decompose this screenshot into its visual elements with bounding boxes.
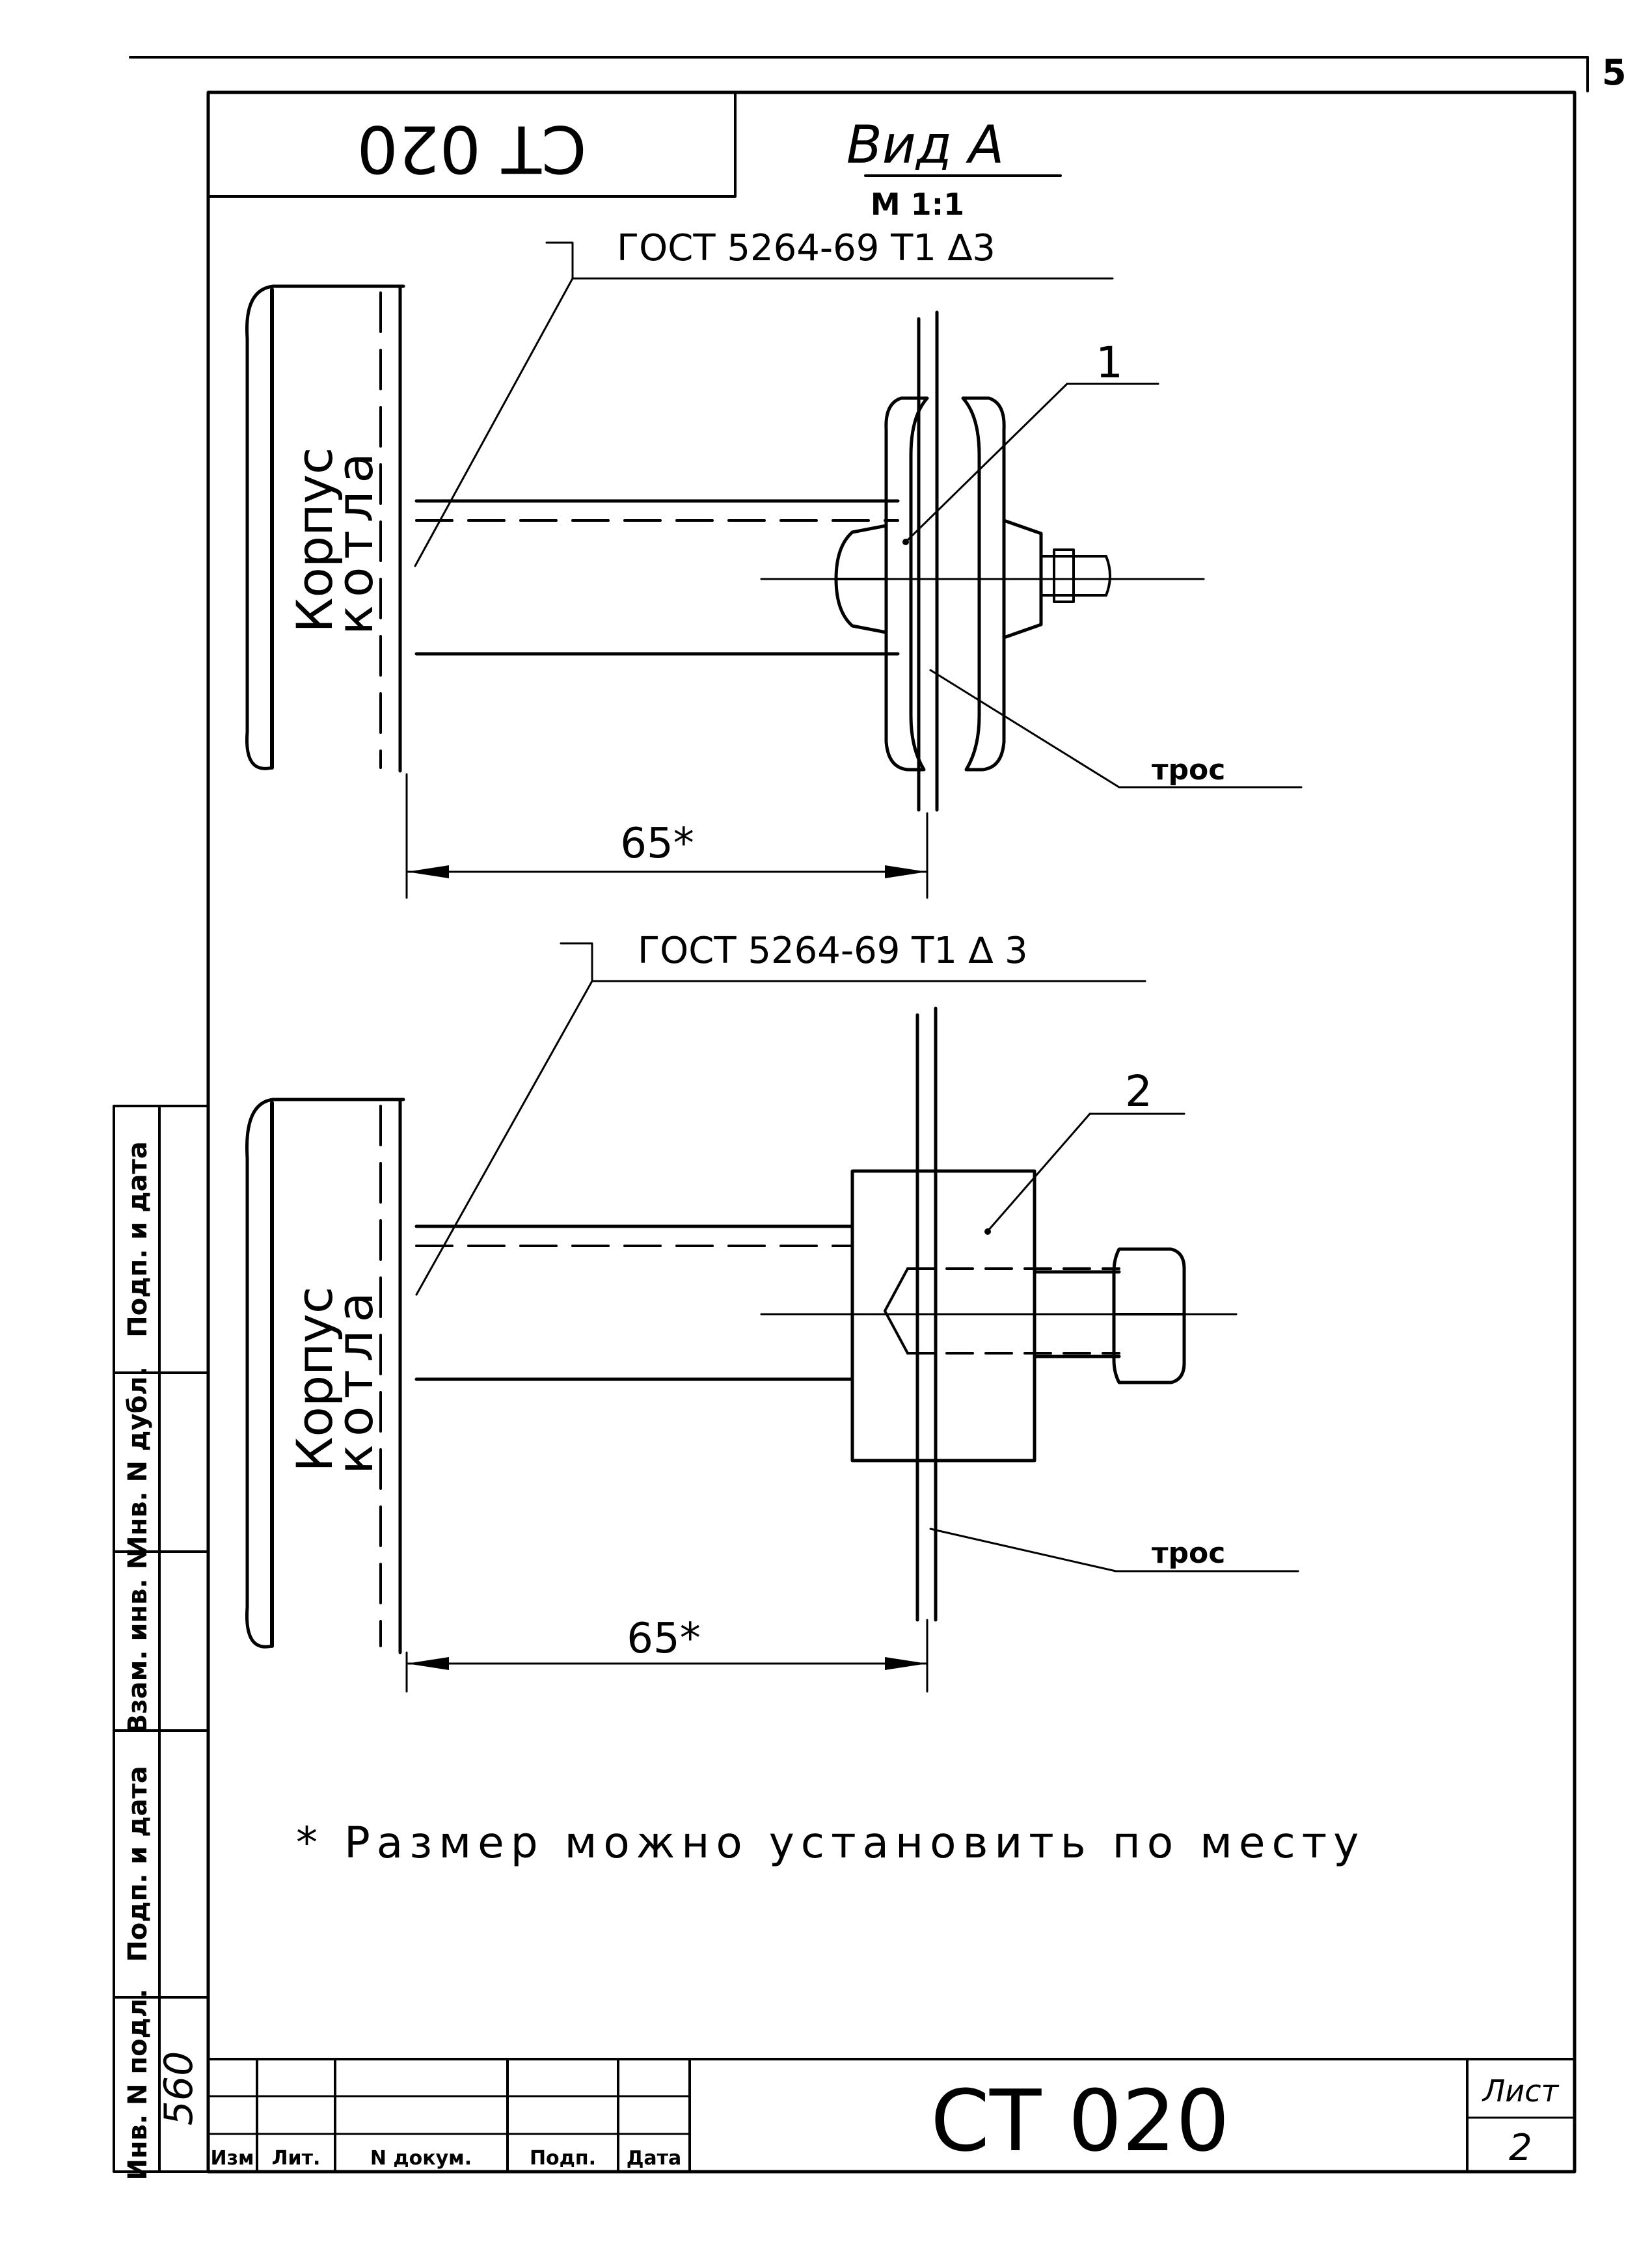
title-sheet-value: 2 — [1509, 2127, 1532, 2169]
view-title: Вид А — [846, 115, 1004, 175]
stamp-field-inv-podl: Инв. N подл. — [123, 1989, 153, 2181]
position-2-label: 2 — [1125, 1066, 1152, 1116]
title-header-lit: Лит. — [272, 2147, 321, 2170]
title-sheet-label: Лист — [1482, 2073, 1560, 2109]
boiler-body-outline — [245, 284, 405, 770]
body-label-line2: котла — [326, 445, 384, 635]
position-1-leader — [906, 383, 1068, 541]
title-header-izm: Изм — [210, 2147, 254, 2170]
title-designation: СТ 020 — [930, 2071, 1230, 2170]
doc-code-box — [207, 91, 737, 198]
dimension-bottom-arrow-right — [885, 1657, 927, 1670]
dimension-top-arrow-right — [885, 865, 927, 878]
position-1-dot — [902, 539, 909, 545]
bolt-end — [1105, 555, 1111, 597]
boiler-body-outline-2 — [245, 1098, 405, 1649]
bolt2-head — [1112, 1247, 1186, 1384]
title-header-date: Дата — [627, 2147, 682, 2170]
rope-top-leader — [929, 669, 1120, 789]
stamp-field-inv-dubl: Инв. N дубл. — [123, 1366, 153, 1558]
weld-note-2: ГОСТ 5264-69 Т1 ∆ 3 — [638, 930, 1028, 972]
dimension-bottom-arrow-left — [407, 1657, 449, 1670]
washer-left — [884, 396, 929, 772]
position-2-leader — [988, 1113, 1091, 1231]
washer-right — [961, 396, 1006, 772]
position-1-label: 1 — [1096, 338, 1123, 388]
drill-point — [884, 1267, 909, 1355]
dimension-top-arrow-left — [407, 865, 449, 878]
doc-code-rotated: CT 020 — [357, 111, 587, 187]
stamp-field-vzam-inv: Взам. инв. N — [123, 1548, 153, 1734]
position-2-dot — [984, 1228, 991, 1235]
size-note: * Размер можно установить по месту — [296, 1818, 1365, 1868]
title-block: Изм Лит. N докум. Подп. Дата СТ 020 Лист… — [207, 2058, 1576, 2173]
body-label-line1: Корпус — [286, 447, 344, 632]
clamp-block — [850, 1169, 1036, 1463]
dimension-top-value: 65* — [620, 820, 694, 868]
stamp-field-sign-date-2: Подп. и дата — [123, 1141, 153, 1337]
body-label2-line2: котла — [326, 1284, 384, 1474]
left-stamp-frame — [113, 1105, 210, 2173]
rope-bottom-label: трос — [1152, 1537, 1225, 1570]
left-margin-stamp: Инв. N подл. Подп. и дата Взам. инв. N И… — [113, 1105, 210, 2181]
title-header-sign: Подп. — [530, 2147, 596, 2170]
stamp-inventory-value: 560 — [156, 2051, 202, 2126]
bolt-collar — [1053, 548, 1075, 603]
weld-note-leader-2 — [415, 980, 593, 1296]
rope-top-label: трос — [1152, 753, 1225, 787]
dimension-bottom-value: 65* — [627, 1615, 700, 1663]
view-scale: М 1:1 — [871, 187, 964, 222]
stamp-field-sign-date-1: Подп. и дата — [123, 1766, 153, 1962]
weld-note-shelf — [545, 241, 1114, 280]
view-top: ГОСТ 5264-69 Т1 ∆3 Корпус котла 1 — [245, 227, 1303, 899]
weld-note-shelf-2 — [560, 942, 1146, 982]
view-bottom: ГОСТ 5264-69 Т1 ∆ 3 Корпус котла 2 — [245, 930, 1299, 1693]
body-label2-line1: Корпус — [286, 1286, 344, 1472]
weld-note: ГОСТ 5264-69 Т1 ∆3 — [617, 227, 995, 269]
weld-note-leader — [414, 277, 574, 567]
page-number: 5 — [1602, 52, 1627, 93]
title-header-docnum: N докум. — [370, 2147, 472, 2170]
rope-bottom-leader — [929, 1528, 1117, 1572]
